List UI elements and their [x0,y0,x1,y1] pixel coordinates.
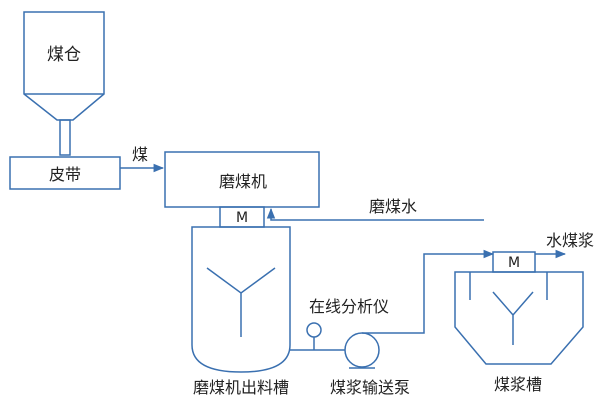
belt-box [9,156,121,190]
mill-water-line [266,207,484,221]
slurry-tank-motor-box [492,251,536,273]
slurry-pump-label: 煤浆输送泵 [330,378,410,397]
coal-bin-hopper [23,11,105,121]
slurry-tank [454,271,584,365]
slurry-tank-motor-label: M [508,255,520,271]
coal-water-slurry-label: 水煤浆 [546,231,594,250]
mill-outlet-tank-label: 磨煤机出料槽 [193,378,289,397]
mill-outlet-agitator [206,267,276,337]
belt-label: 皮带 [49,165,81,184]
analyzer-gauge [306,322,322,338]
mill-outlet-tank [191,226,291,373]
slurry-tank-label: 煤浆槽 [494,375,542,394]
pump-discharge-line [379,249,495,334]
coal-bin-chute [59,119,71,156]
mill-water-label: 磨煤水 [369,197,417,216]
mill-label: 磨煤机 [219,172,267,191]
coal-label: 煤 [132,145,148,164]
coal-bin-label: 煤仓 [47,45,81,65]
analyzer-label: 在线分析仪 [309,297,389,316]
mill-motor-label: M [236,210,248,226]
slurry-pump-icon [344,332,380,368]
slurry-tank-agitator [492,291,534,345]
